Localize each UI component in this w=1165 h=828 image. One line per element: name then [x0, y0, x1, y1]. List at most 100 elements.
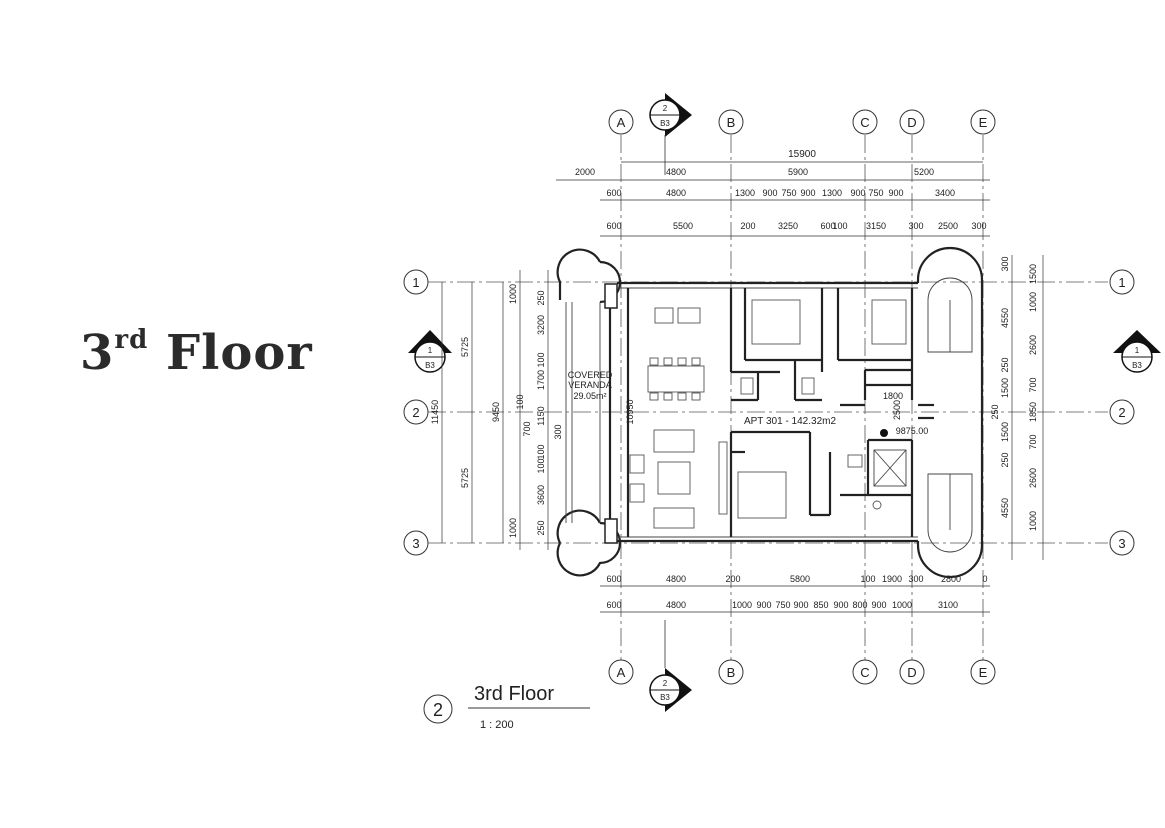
svg-text:2: 2: [663, 679, 668, 688]
furniture: [629, 299, 907, 529]
svg-text:100: 100: [832, 221, 847, 231]
svg-text:B3: B3: [425, 361, 435, 370]
svg-text:900: 900: [833, 600, 848, 610]
veranda-label: COVERED: [568, 370, 613, 380]
svg-text:2600: 2600: [1028, 335, 1038, 355]
svg-text:1: 1: [428, 346, 433, 355]
grid-label-e-bottom: E: [979, 665, 988, 680]
svg-text:250: 250: [536, 520, 546, 535]
svg-text:3600: 3600: [536, 485, 546, 505]
svg-text:900: 900: [756, 600, 771, 610]
svg-text:300: 300: [553, 424, 563, 439]
svg-text:1900: 1900: [882, 574, 902, 584]
view-scale: 1 : 200: [480, 719, 514, 731]
grid-label-d-top: D: [907, 115, 916, 130]
section-marker-right: 1 B3: [1113, 330, 1161, 373]
svg-text:4800: 4800: [666, 600, 686, 610]
svg-text:1000: 1000: [508, 518, 518, 538]
svg-text:2500: 2500: [938, 221, 958, 231]
view-name: 3rd Floor: [474, 683, 554, 705]
svg-text:100: 100: [536, 444, 546, 459]
section-marker-bottom: 2 B3: [649, 620, 692, 712]
svg-text:15900: 15900: [788, 149, 816, 160]
section-marker-left: 1 B3: [408, 330, 452, 373]
svg-text:750: 750: [781, 188, 796, 198]
svg-text:3400: 3400: [935, 188, 955, 198]
level-marker-icon: [880, 429, 888, 437]
apartment-label: APT 301 - 142.32m2: [744, 416, 837, 427]
grid-label-1-right: 1: [1118, 275, 1125, 290]
svg-text:900: 900: [871, 600, 886, 610]
svg-text:600: 600: [606, 600, 621, 610]
svg-text:5800: 5800: [790, 574, 810, 584]
left-dimensions: 11450 5725 5725 9450 1000 250 3200 100 1…: [430, 270, 563, 550]
svg-text:1000: 1000: [1028, 292, 1038, 312]
svg-text:5900: 5900: [788, 167, 808, 177]
grid-label-b-bottom: B: [727, 665, 736, 680]
veranda-label-2: VERANDA: [568, 380, 612, 390]
right-dimensions: 300 4550 250 1500 250 1500 250 4550 1500…: [990, 255, 1044, 560]
svg-text:900: 900: [762, 188, 777, 198]
svg-text:5500: 5500: [673, 221, 693, 231]
svg-text:9450: 9450: [491, 402, 501, 422]
svg-text:1300: 1300: [735, 188, 755, 198]
svg-text:4800: 4800: [666, 167, 686, 177]
svg-text:3150: 3150: [866, 221, 886, 231]
svg-text:250: 250: [990, 404, 1000, 419]
svg-text:3200: 3200: [536, 315, 546, 335]
svg-text:4800: 4800: [666, 574, 686, 584]
svg-text:1500: 1500: [1000, 422, 1010, 442]
svg-text:300: 300: [908, 221, 923, 231]
svg-text:250: 250: [536, 290, 546, 305]
building-walls: [556, 246, 984, 579]
svg-text:700: 700: [522, 421, 532, 436]
svg-text:200: 200: [740, 221, 755, 231]
grid-label-c-top: C: [860, 115, 869, 130]
grid-label-c-bottom: C: [860, 665, 869, 680]
svg-text:750: 750: [868, 188, 883, 198]
grid-label-a-top: A: [617, 115, 626, 130]
svg-text:B3: B3: [660, 119, 670, 128]
svg-text:200: 200: [725, 574, 740, 584]
stair-dim-label: 1800: [883, 391, 903, 401]
svg-text:300: 300: [971, 221, 986, 231]
svg-text:900: 900: [793, 600, 808, 610]
svg-text:1000: 1000: [508, 284, 518, 304]
svg-text:11450: 11450: [430, 400, 440, 424]
grid-label-b-top: B: [727, 115, 736, 130]
svg-text:1500: 1500: [1028, 264, 1038, 284]
svg-text:1300: 1300: [822, 188, 842, 198]
svg-text:100: 100: [536, 458, 546, 473]
svg-text:250: 250: [1000, 452, 1010, 467]
svg-text:100: 100: [860, 574, 875, 584]
svg-text:900: 900: [800, 188, 815, 198]
grid-bubbles-bottom: A B C D E: [608, 659, 996, 685]
svg-text:600: 600: [820, 221, 835, 231]
svg-text:B3: B3: [660, 693, 670, 702]
svg-text:2000: 2000: [575, 167, 595, 177]
svg-text:100: 100: [536, 352, 546, 367]
svg-text:1500: 1500: [1000, 378, 1010, 398]
grid-label-2-left: 2: [412, 405, 419, 420]
grid-label-d-bottom: D: [907, 665, 916, 680]
svg-text:750: 750: [775, 600, 790, 610]
grid-label-3-right: 3: [1118, 536, 1125, 551]
svg-text:600: 600: [606, 574, 621, 584]
svg-text:850: 850: [813, 600, 828, 610]
svg-text:5725: 5725: [460, 468, 470, 488]
svg-text:0: 0: [982, 574, 987, 584]
room-labels: COVERED VERANDA 29.05m² 10950 APT 301 - …: [568, 370, 928, 437]
svg-text:1850: 1850: [1028, 402, 1038, 422]
svg-text:900: 900: [850, 188, 865, 198]
svg-text:3100: 3100: [938, 600, 958, 610]
grid-label-3-left: 3: [412, 536, 419, 551]
svg-text:5725: 5725: [460, 337, 470, 357]
svg-text:1000: 1000: [892, 600, 912, 610]
grid-label-e-top: E: [979, 115, 988, 130]
section-marker-top: 2 B3: [649, 93, 692, 175]
svg-text:2800: 2800: [941, 574, 961, 584]
svg-text:900: 900: [888, 188, 903, 198]
bottom-dimensions: 600 4800 200 5800 100 1900 300 2800 0 60…: [600, 574, 990, 613]
grid-bubbles-rows: 1 2 3 1 2 3: [403, 269, 1135, 556]
svg-text:2600: 2600: [1028, 468, 1038, 488]
